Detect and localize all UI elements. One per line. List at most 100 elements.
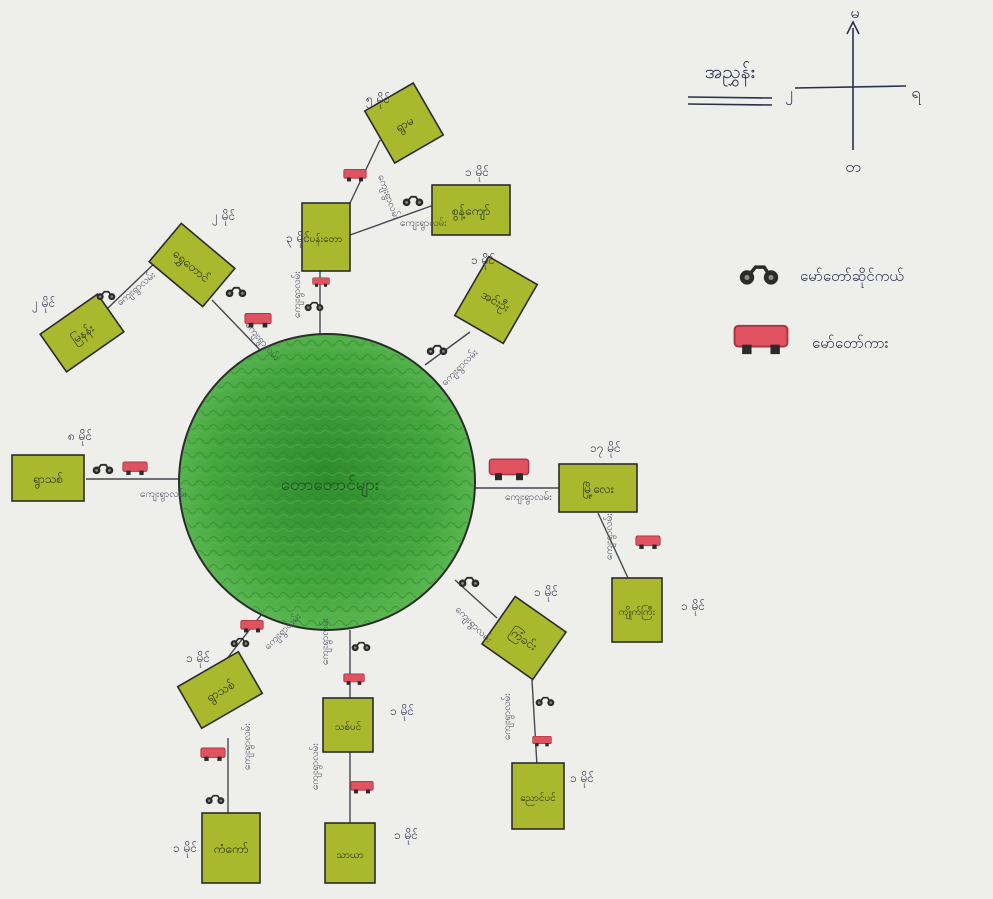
- motorbike-icon: [737, 265, 781, 286]
- village-v10: ကြံခင်း၁ မိုင်ကျေးရွာလမ်း: [451, 584, 568, 681]
- car-icon: [343, 168, 367, 183]
- compass-ew-axis: [794, 85, 907, 89]
- motorbike-icon: [426, 344, 448, 356]
- road-label: ကျေးရွာလမ်း: [451, 603, 495, 647]
- village-distance: ၁၇ မိုင်: [590, 440, 621, 458]
- car-icon: [200, 747, 226, 762]
- legend-label: မော်တော်ဆိုင်ကယ်: [800, 267, 904, 288]
- central-forest: တောတောင်များ: [178, 333, 476, 631]
- village-name: သစ်ပင်: [335, 720, 362, 733]
- village-distance: ၁ မိုင်: [390, 703, 414, 721]
- car-icon: [240, 619, 264, 634]
- road-southeast-branch: [531, 679, 538, 767]
- motorbike-icon: [535, 696, 555, 707]
- car-icon: [635, 534, 661, 551]
- car-icon: [122, 461, 148, 476]
- motorbike-icon: [205, 794, 225, 805]
- car-icon: [312, 277, 330, 288]
- village-distance: ၁ မိုင်: [681, 598, 705, 616]
- village-v1: ရွာသစ် ၈ မိုင်ကျေးရွာလမ်း: [11, 428, 187, 502]
- compass-west: ၂: [785, 83, 793, 105]
- village-distance: ၁ မိုင်: [471, 252, 495, 270]
- village-name: ကျိုက်ကြီး: [619, 604, 656, 620]
- road-label: ကျေးရွာလမ်း: [602, 513, 617, 560]
- legend: မော်တော်ဆိုင်ကယ် မော်တော်ကား: [733, 265, 904, 356]
- village-v4: ပန်းတော၃ မိုင်ကျေးရွာလမ်း: [286, 202, 351, 318]
- village-box: သာယာ: [324, 822, 376, 884]
- village-name: ကံကော်: [214, 841, 249, 856]
- village-v2: မြနန်း၂ မိုင်ကျေးရွာလမ်း: [32, 268, 160, 374]
- motorbike-icon: [351, 641, 371, 652]
- village-box: ရွာသစ်: [11, 454, 85, 502]
- village-box: သစ်ပင်: [322, 697, 374, 753]
- village-box: ကြံခင်း: [480, 595, 568, 681]
- village-box: မြို့လေး: [558, 463, 638, 513]
- village-distance: ၂ မိုင်: [212, 208, 235, 226]
- village-v9: ကျိုက်ကြီး ၁ မိုင် ကျေးရွာလမ်း: [602, 513, 705, 643]
- village-v12: သစ်ပင်၁ မိုင်ကျေးရွာလမ်း: [318, 618, 414, 753]
- road-label: ကျေးရွာလမ်း: [290, 271, 305, 318]
- village-distance: ၁ မိုင်: [173, 840, 197, 858]
- road-label: ကျေးရွာလမ်း: [308, 743, 323, 790]
- compass: အညွှန်း မ တ ရ ၂: [687, 3, 922, 176]
- village-distance: ၃ မိုင်: [286, 230, 310, 248]
- village-distance: ၁ မိုင်: [186, 650, 210, 668]
- village-distance: ၁ မိုင်: [534, 584, 558, 602]
- village-distance: ၅ မိုင်: [366, 91, 390, 109]
- village-name: သာယာ: [336, 850, 364, 861]
- village-distance: ၁ မိုင်: [465, 164, 489, 182]
- legend-item-motorbike: မော်တော်ဆိုင်ကယ်: [737, 265, 904, 288]
- road-label: ကျေးရွာလမ်း: [505, 490, 552, 505]
- road-east-branch: [597, 512, 629, 579]
- village-v8: မြို့လေး ၁၇ မိုင်ကျေးရွာလမ်း: [505, 440, 638, 513]
- compass-east: ရ: [911, 83, 922, 105]
- village-box: ရွာမ: [363, 81, 445, 165]
- village-box: အင်းဦး: [453, 255, 539, 345]
- compass-south: တ: [845, 157, 861, 176]
- village-distance: ၈ မိုင်: [68, 428, 92, 446]
- legend-item-car: မော်တော်ကား: [733, 324, 889, 356]
- north-arrow-icon: [846, 20, 860, 35]
- village-name: စွန့်ကျော်: [452, 203, 490, 221]
- village-box: မြနန်း: [39, 292, 125, 374]
- car-icon: [733, 324, 789, 356]
- village-v6: စွန့်ကျော် ၁ မိုင်ကျေးရွာလမ်း: [400, 164, 511, 236]
- village-v13: သာယာ ၁ မိုင် ကျေးရွာလမ်း: [308, 743, 418, 884]
- motorbike-icon: [92, 463, 114, 475]
- village-box: ရွှေတောင်: [147, 222, 237, 308]
- compass-north: မ: [850, 3, 859, 22]
- village-name: ညောင်ပင်: [520, 791, 556, 806]
- car-icon: [488, 458, 530, 481]
- village-name: မြို့လေး: [582, 480, 614, 499]
- road-label: ကျေးရွာလမ်း: [114, 268, 160, 310]
- village-v7: အင်းဦး၁ မိုင်ကျေးရွာလမ်း: [438, 252, 539, 390]
- road-northwest: [211, 299, 263, 353]
- road-label: ကျေးရွာလမ်း: [140, 487, 187, 502]
- compass-underline: [687, 96, 773, 99]
- road-southwest: [221, 609, 266, 666]
- village-name: ပန်းတော: [310, 232, 343, 247]
- village-v11: ညောင်ပင် ၁ မိုင် ကျေးရွာလမ်း: [500, 693, 594, 830]
- motorbike-icon: [96, 290, 116, 301]
- village-name: ရွာသစ်: [33, 471, 63, 489]
- road-north-branch-b: [349, 204, 435, 236]
- village-distance: ၁ မိုင်: [570, 770, 594, 788]
- road-label: ကျေးရွာလမ်း: [373, 173, 403, 223]
- village-box: ကံကော်: [201, 812, 261, 884]
- motorbike-icon: [458, 576, 480, 588]
- motorbike-icon: [225, 286, 247, 298]
- village-box: ကျိုက်ကြီး: [611, 577, 663, 643]
- car-icon: [343, 673, 365, 686]
- village-box: ညောင်ပင်: [511, 762, 565, 830]
- car-icon: [244, 312, 272, 329]
- road-label: ကျေးရွာလမ်း: [500, 693, 515, 740]
- motorbike-icon: [402, 195, 424, 207]
- village-v3: ရွှေတောင်၂ မိုင်ကျေးရွာလမ်း: [147, 208, 283, 364]
- road-northeast: [424, 331, 471, 366]
- forest-label: တောတောင်များ: [281, 475, 380, 498]
- village-distance: ၁ မိုင်: [394, 827, 418, 845]
- legend-label: မော်တော်ကား: [812, 334, 889, 352]
- car-icon: [532, 735, 552, 748]
- road-label: ကျေးရွာလမ်း: [400, 216, 447, 231]
